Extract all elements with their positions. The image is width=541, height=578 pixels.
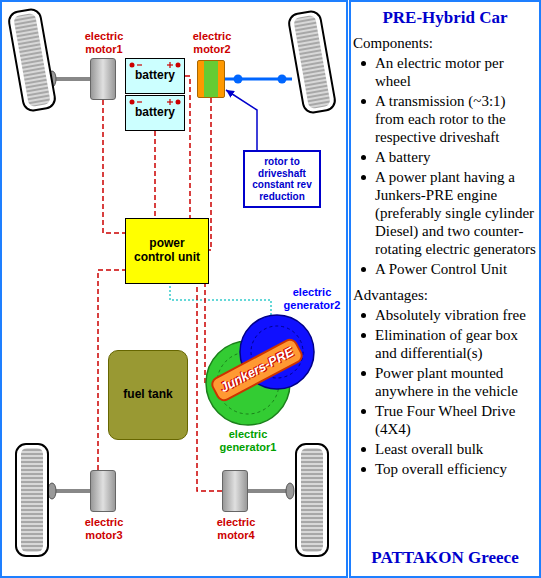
box-text: battery	[135, 69, 175, 83]
bullet-dot	[361, 175, 366, 180]
part-label: electric motor1	[79, 30, 129, 55]
wheel	[16, 444, 48, 556]
label-holder: electric motor2	[187, 30, 237, 55]
wire	[204, 284, 206, 383]
fuel-tank-box: fuel tank	[108, 350, 188, 440]
bullet-row: A power plant having a Junkers-PRE engin…	[353, 168, 537, 258]
part-label: electric motor4	[211, 516, 261, 541]
bullet-dot	[361, 99, 366, 104]
label-holder: electric motor4	[211, 516, 261, 541]
label-holder: electric generator1	[212, 428, 284, 453]
bullet-row: A Power Control Unit	[353, 260, 537, 278]
bullet-text: A battery	[375, 149, 430, 165]
wire	[209, 98, 211, 250]
left-panel-border	[1, 1, 347, 577]
bullet-dot	[361, 409, 366, 414]
bullet-dot	[361, 61, 366, 66]
callout-arrow	[226, 90, 257, 150]
label-holder: electric generator2	[278, 286, 346, 311]
box-text: power control unit	[129, 237, 205, 265]
bullet-dot	[361, 333, 366, 338]
wheel	[8, 8, 57, 112]
bullet-row: Absolutely vibration free	[353, 306, 537, 324]
part-label: electric generator2	[278, 286, 346, 311]
bullet-row: True Four Wheel Drive (4X4)	[353, 402, 537, 438]
wire	[170, 284, 271, 315]
panel-caption: PATTAKON Greece	[353, 548, 537, 568]
part-label: electric motor2	[187, 30, 237, 55]
wheel-hub	[48, 483, 56, 499]
motor-box: electric motor4	[222, 470, 248, 512]
info-panel: PRE-Hybrid CarComponents: An electric mot…	[353, 4, 537, 574]
bullet-text: Elimination of gear box and differential…	[375, 327, 518, 361]
bullet-dot	[361, 467, 366, 472]
wheel-hub	[286, 483, 294, 499]
wire	[154, 131, 156, 218]
bullet-text: True Four Wheel Drive (4X4)	[375, 403, 515, 437]
bullet-row: Power plant mounted anywhere in the vehi…	[353, 364, 537, 400]
bullet-text: Top overall efficiency	[375, 461, 507, 477]
motor-box: electric motor1	[90, 58, 116, 100]
bullet-row: Least overall bulk	[353, 440, 537, 458]
axle	[247, 489, 292, 493]
bullet-text: An electric motor per wheel	[375, 55, 504, 89]
bullet-dot	[361, 447, 366, 452]
wire	[103, 100, 125, 233]
battery-box: battery	[125, 95, 185, 131]
motor-box: electric motor2	[197, 60, 225, 98]
bullet-text: A transmission (~3:1) from each rotor to…	[375, 93, 506, 145]
label-holder: electric motor1	[79, 30, 129, 55]
bullet-row: A transmission (~3:1) from each rotor to…	[353, 92, 537, 146]
motor-box: electric motor3	[90, 470, 116, 512]
part-label: electric motor3	[79, 516, 129, 541]
wheel	[296, 444, 328, 556]
bullet-dot	[361, 267, 366, 272]
right-panel-border	[350, 1, 540, 577]
bullet-dot	[361, 371, 366, 376]
callout-box: rotor to driveshaft constant rev reducti…	[243, 150, 321, 208]
bullet-row: A battery	[353, 148, 537, 166]
box-text: battery	[135, 106, 175, 120]
panel-title: PRE-Hybrid Car	[353, 8, 537, 28]
part-label: electric generator1	[212, 428, 284, 453]
bullet-text: Least overall bulk	[375, 441, 483, 457]
bullet-row: An electric motor per wheel	[353, 54, 537, 90]
section-heading: Components:	[353, 35, 433, 51]
bullet-row: Elimination of gear box and differential…	[353, 326, 537, 362]
section-row: Advantages:	[353, 286, 537, 304]
bullet-text: Absolutely vibration free	[375, 307, 526, 323]
bullet-dot	[361, 155, 366, 160]
battery-box: battery	[125, 58, 185, 94]
bullet-dot	[361, 313, 366, 318]
label-holder: electric motor3	[79, 516, 129, 541]
bullet-row: Top overall efficiency	[353, 460, 537, 478]
box-text: rotor to driveshaft constant rev reducti…	[248, 156, 316, 202]
box-text: fuel tank	[123, 388, 172, 402]
bullet-text: A Power Control Unit	[375, 261, 507, 277]
wire	[185, 76, 190, 218]
section-row: Components:	[353, 34, 537, 52]
control-unit-box: power control unit	[125, 218, 209, 284]
shaft-joint	[234, 75, 243, 84]
bullet-text: Power plant mounted anywhere in the vehi…	[375, 365, 518, 399]
bullet-text: A power plant having a Junkers-PRE engin…	[375, 169, 536, 257]
section-heading: Advantages:	[353, 287, 428, 303]
wheel	[288, 10, 337, 114]
shaft-joint	[278, 75, 287, 84]
